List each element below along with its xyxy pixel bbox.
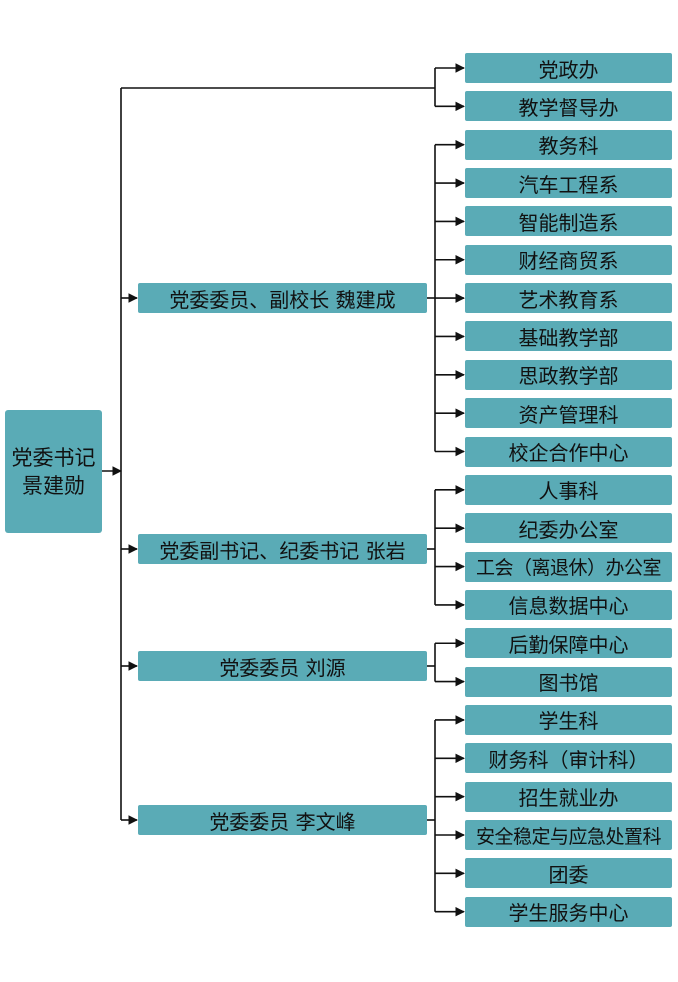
dept-box: 教学督导办 [465, 91, 672, 122]
dept-box: 资产管理科 [465, 398, 672, 429]
dept-box: 纪委办公室 [465, 513, 672, 544]
dept-box: 汽车工程系 [465, 168, 672, 199]
dept-box: 基础教学部 [465, 321, 672, 352]
dept-box: 智能制造系 [465, 206, 672, 237]
leader-box: 党委副书记、纪委书记 张岩 [138, 534, 427, 564]
dept-box: 信息数据中心 [465, 589, 672, 620]
root-person: 景建勋 [22, 473, 85, 498]
root-title: 党委书记 [11, 445, 96, 470]
dept-box: 学生服务中心 [465, 896, 672, 927]
dept-box: 后勤保障中心 [465, 628, 672, 659]
dept-box: 艺术教育系 [465, 283, 672, 314]
leader-box: 党委委员 刘源 [138, 651, 427, 681]
dept-box: 团委 [465, 858, 672, 889]
dept-box: 安全稳定与应急处置科 [465, 820, 672, 850]
dept-box: 党政办 [465, 53, 672, 83]
dept-box: 人事科 [465, 474, 672, 505]
dept-box: 校企合作中心 [465, 436, 672, 467]
dept-box: 招生就业办 [465, 781, 672, 812]
dept-box: 思政教学部 [465, 359, 672, 390]
dept-box: 工会（离退休）办公室 [465, 551, 672, 582]
dept-box: 图书馆 [465, 666, 672, 697]
dept-box: 财经商贸系 [465, 244, 672, 275]
dept-box: 财务科（审计科） [465, 743, 672, 774]
leader-box: 党委委员、副校长 魏建成 [138, 283, 427, 313]
dept-box: 教务科 [465, 129, 672, 160]
root-node-party-secretary: 党委书记 景建勋 [5, 410, 102, 533]
leader-box: 党委委员 李文峰 [138, 805, 427, 835]
dept-box: 学生科 [465, 704, 672, 735]
